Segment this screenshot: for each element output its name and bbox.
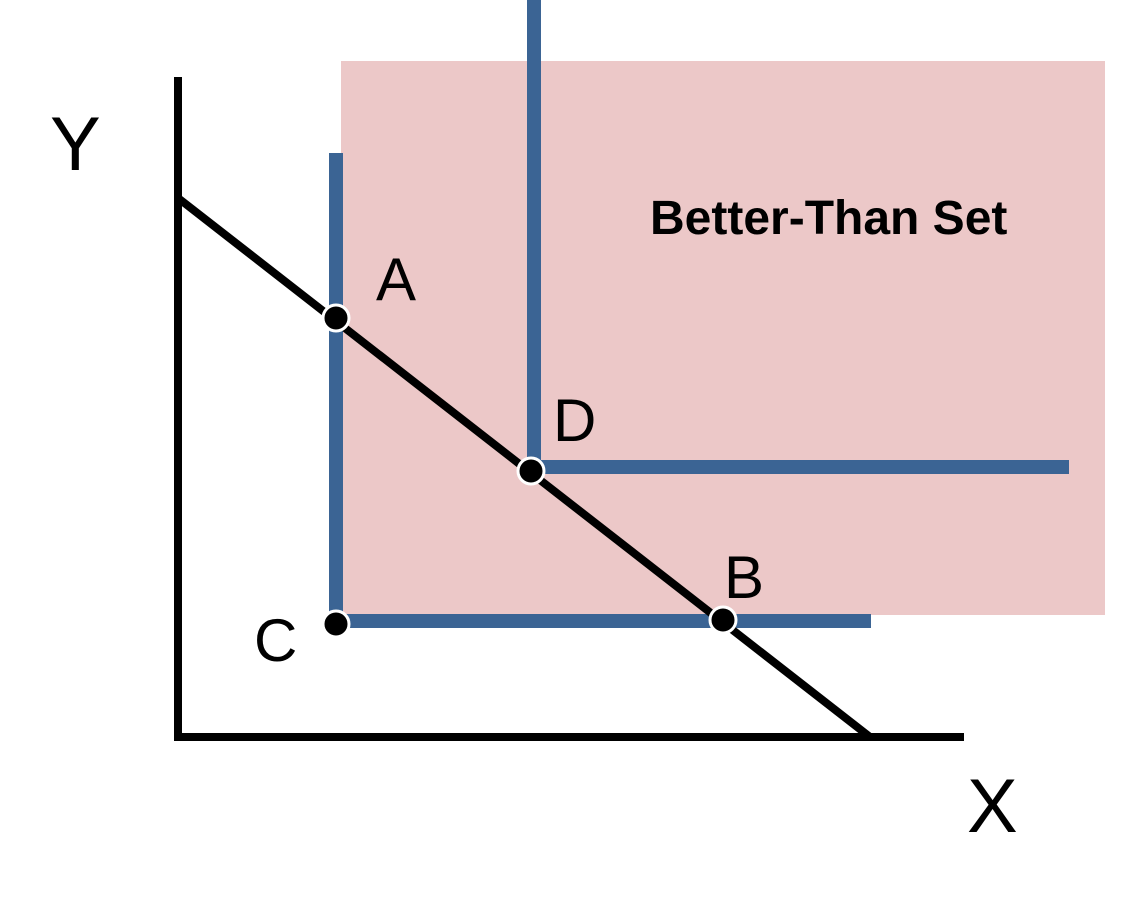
y-axis-label: Y — [50, 102, 101, 187]
point-b — [708, 605, 738, 635]
better-than-set-region — [341, 61, 1105, 615]
point-d — [516, 456, 546, 486]
point-b-label: B — [724, 544, 764, 611]
x-axis-label: X — [967, 764, 1018, 849]
point-a — [321, 303, 351, 333]
point-c-label: C — [254, 607, 297, 674]
point-d-label: D — [553, 387, 596, 454]
region-label: Better-Than Set — [650, 192, 1007, 245]
point-c — [321, 609, 351, 639]
point-a-label: A — [376, 246, 416, 313]
